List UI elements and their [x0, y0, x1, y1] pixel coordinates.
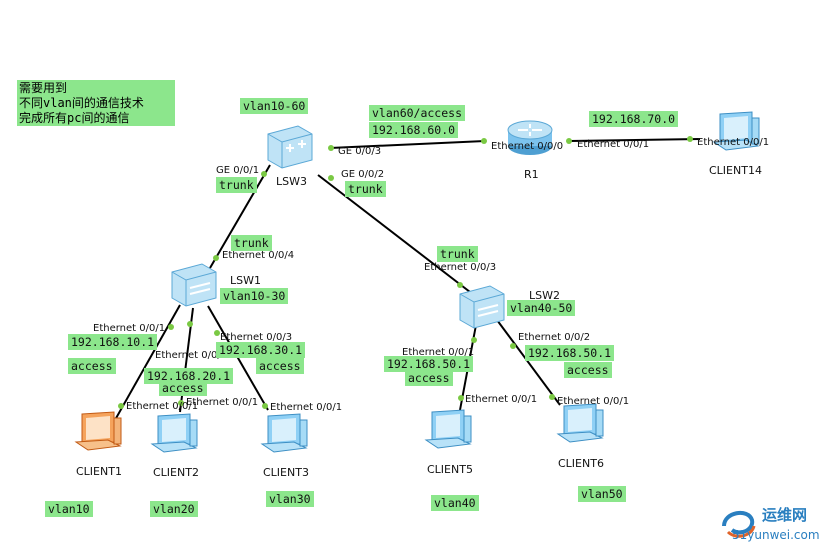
access-tag: access [159, 380, 207, 396]
router-icon[interactable] [507, 120, 553, 155]
link-lsw1-client1 [114, 304, 181, 421]
port-dot [261, 171, 267, 177]
link-lsw3-lsw1 [209, 164, 271, 269]
link-lsw3-lsw2 [317, 174, 471, 293]
port-label: GE 0/0/1 [216, 165, 260, 176]
device-name-client2: CLIENT2 [153, 466, 199, 479]
vlan-tag: vlan20 [150, 501, 198, 517]
switch-icon[interactable] [459, 285, 505, 329]
port-label: Ethernet 0/0/1 [577, 139, 650, 150]
network-tag: 192.168.50.1 [525, 345, 615, 361]
port-dot [457, 282, 463, 288]
port-dot [214, 330, 220, 336]
network-tag: 192.168.60.0 [369, 122, 459, 138]
port-label: Ethernet 0/0/1 [126, 401, 199, 412]
port-label: Ethernet 0/0/1 [186, 397, 259, 408]
port-label: Ethernet 0/0/3 [220, 332, 293, 343]
vlan-tag: vlan40-50 [507, 300, 576, 316]
device-name-lsw2: LSW2 [529, 289, 560, 302]
watermark-swirl-icon [722, 510, 756, 538]
link-lsw1-client3 [207, 305, 269, 411]
port-label: GE 0/0/2 [341, 169, 385, 180]
link-r1-client14 [569, 138, 701, 142]
port-label: Ethernet 0/0/1 [402, 347, 475, 358]
port-dot [471, 337, 477, 343]
trunk-tag: trunk [345, 181, 386, 197]
device-name-client14: CLIENT14 [709, 164, 762, 177]
pc-icon[interactable] [424, 409, 472, 449]
vlan-tag: vlan10-60 [240, 98, 309, 114]
trunk-tag: trunk [231, 235, 272, 251]
note-line: 完成所有pc间的通信 [19, 111, 130, 125]
port-dot [187, 321, 193, 327]
access-tag: access [564, 362, 612, 378]
port-dot [168, 324, 174, 330]
watermark-logo: 运维网 51yunwei.com [718, 500, 823, 548]
device-name-lsw3: LSW3 [276, 175, 307, 188]
vlan-tag: vlan40 [431, 495, 479, 511]
port-dot [178, 400, 184, 406]
port-dot [213, 255, 219, 261]
pc-icon[interactable] [150, 413, 198, 453]
device-name-lsw1: LSW1 [230, 274, 261, 287]
pc-icon[interactable] [556, 403, 604, 443]
port-dot [118, 403, 124, 409]
network-tag: 192.168.50.1 [384, 356, 474, 372]
port-label: Ethernet 0/0/4 [222, 250, 295, 261]
port-dot [481, 138, 487, 144]
link-lsw3-r1 [329, 140, 486, 149]
switch-icon[interactable] [171, 263, 217, 307]
port-label: Ethernet 0/0/1 [465, 394, 538, 405]
network-tag: 192.168.10.1 [68, 334, 158, 350]
port-dot [687, 136, 693, 142]
note-line: 需要用到 [19, 81, 68, 95]
port-label: Ethernet 0/0/2 [155, 350, 228, 361]
port-dots [118, 136, 693, 409]
pc-icon[interactable] [260, 413, 308, 453]
port-label: Ethernet 0/0/1 [557, 396, 630, 407]
requirement-note: 需要用到 不同vlan间的通信技术 完成所有pc间的通信 [17, 80, 175, 126]
device-name-r1: R1 [524, 168, 539, 181]
port-dot [262, 403, 268, 409]
note-line: 不同vlan间的通信技术 [19, 96, 144, 110]
vlan-tag: vlan10-30 [220, 288, 289, 304]
device-name-client1: CLIENT1 [76, 465, 122, 478]
access-tag: access [68, 358, 116, 374]
access-tag: access [256, 358, 304, 374]
trunk-tag: trunk [437, 246, 478, 262]
watermark-site: 51yunwei.com [732, 528, 820, 542]
pc-icon-orange[interactable] [74, 411, 122, 451]
vlan-tag: vlan30 [266, 491, 314, 507]
port-label: Ethernet 0/0/3 [424, 262, 497, 273]
link-lsw2-client6 [496, 319, 561, 406]
port-dot [549, 394, 555, 400]
network-tag: 192.168.30.1 [216, 342, 306, 358]
watermark-name: 运维网 [762, 506, 808, 524]
port-label: Ethernet 0/0/0 [491, 141, 564, 152]
port-label: GE 0/0/3 [338, 146, 382, 157]
vlan-tag: vlan60/access [369, 105, 466, 121]
vlan-tag: vlan10 [45, 501, 93, 517]
pc-icon[interactable] [712, 111, 760, 151]
port-label: Ethernet 0/0/1 [697, 137, 770, 148]
port-label: Ethernet 0/0/1 [270, 402, 343, 413]
trunk-tag: trunk [216, 177, 257, 193]
switch-icon[interactable] [267, 125, 313, 169]
port-dot [328, 145, 334, 151]
port-dot [510, 343, 516, 349]
port-label: Ethernet 0/0/2 [518, 332, 591, 343]
access-tag: access [405, 370, 453, 386]
device-name-client5: CLIENT5 [427, 463, 473, 476]
device-name-client6: CLIENT6 [558, 457, 604, 470]
port-dot [566, 138, 572, 144]
port-label: Ethernet 0/0/1 [93, 323, 166, 334]
device-name-client3: CLIENT3 [263, 466, 309, 479]
vlan-tag: vlan50 [578, 486, 626, 502]
port-dot [328, 175, 334, 181]
network-tag: 192.168.70.0 [589, 111, 679, 127]
port-dot [458, 395, 464, 401]
